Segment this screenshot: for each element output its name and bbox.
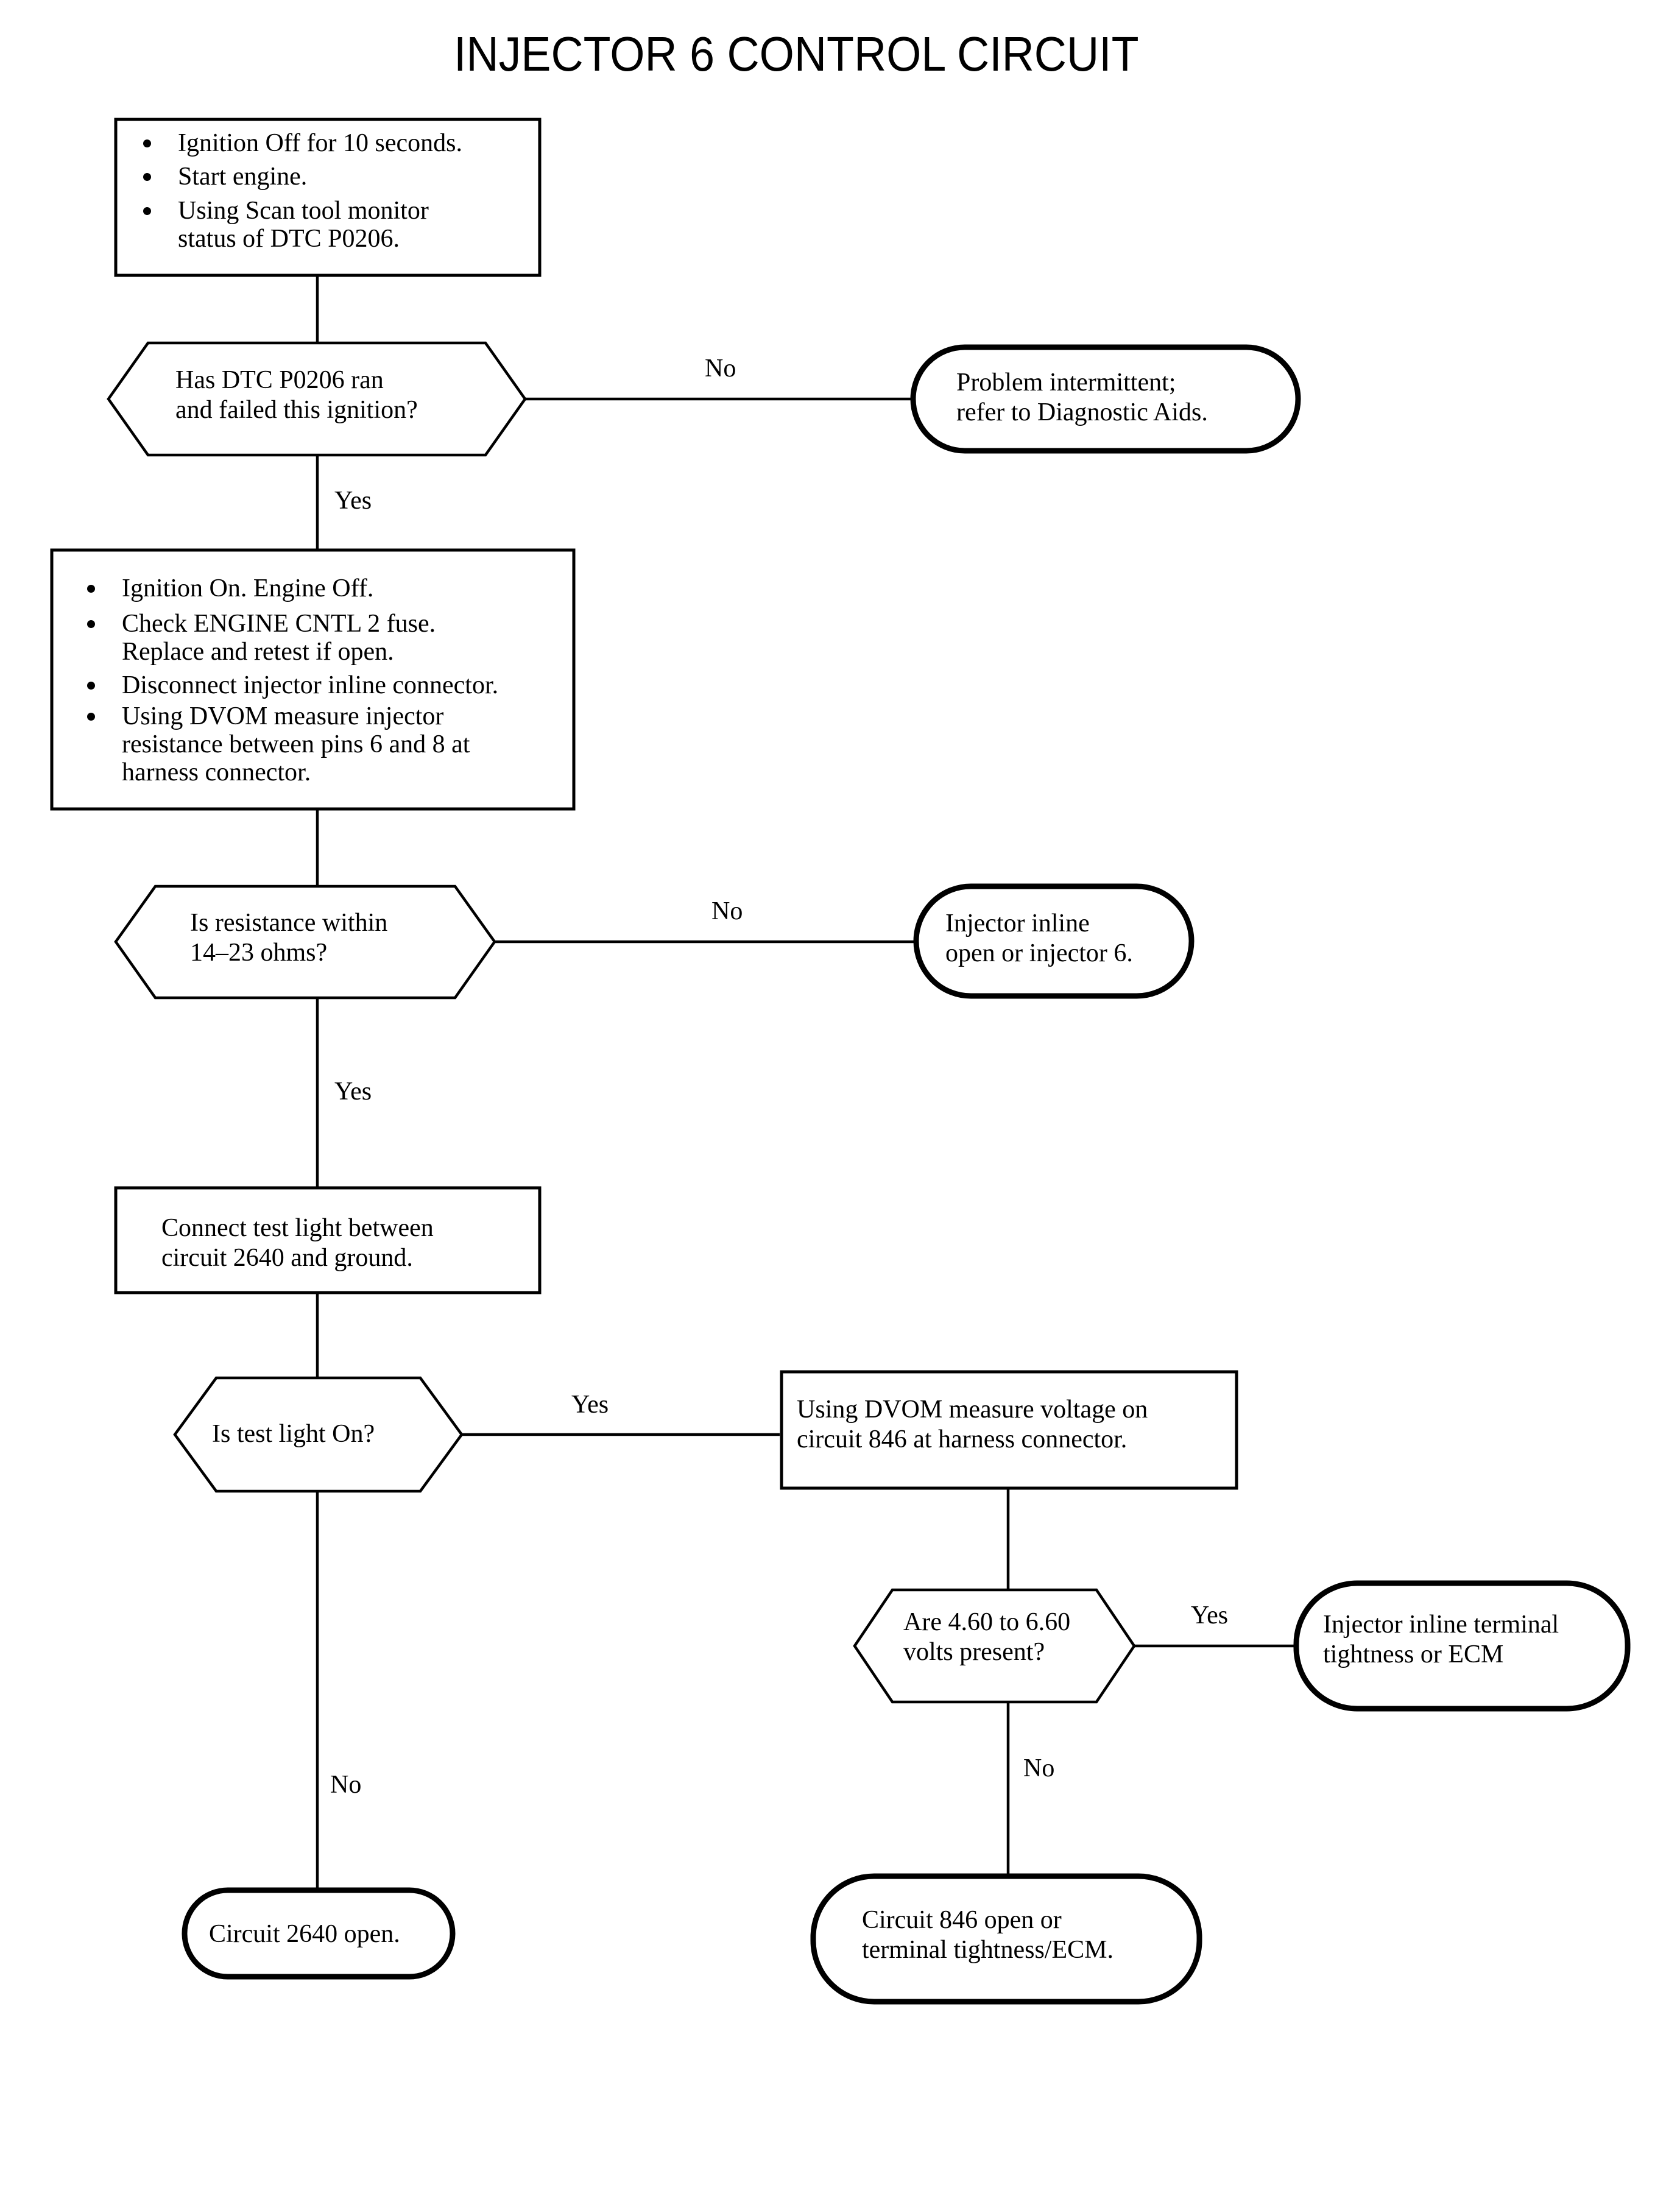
node-decision1-shape [107, 341, 527, 457]
node-terminal2-shape [913, 883, 1195, 999]
node-terminal5-shape [810, 1873, 1202, 2005]
node-step1-shape [114, 118, 542, 277]
node-terminal3-shape [1293, 1580, 1631, 1712]
node-step3-shape [114, 1186, 542, 1294]
node-decision4-shape [853, 1588, 1136, 1704]
node-step4-shape [780, 1370, 1238, 1490]
node-terminal4-shape [182, 1887, 456, 1980]
node-terminal1-shape [910, 344, 1301, 454]
node-decision2-shape [114, 884, 496, 1000]
node-decision3-shape [173, 1376, 464, 1493]
node-step2-shape [50, 548, 576, 811]
